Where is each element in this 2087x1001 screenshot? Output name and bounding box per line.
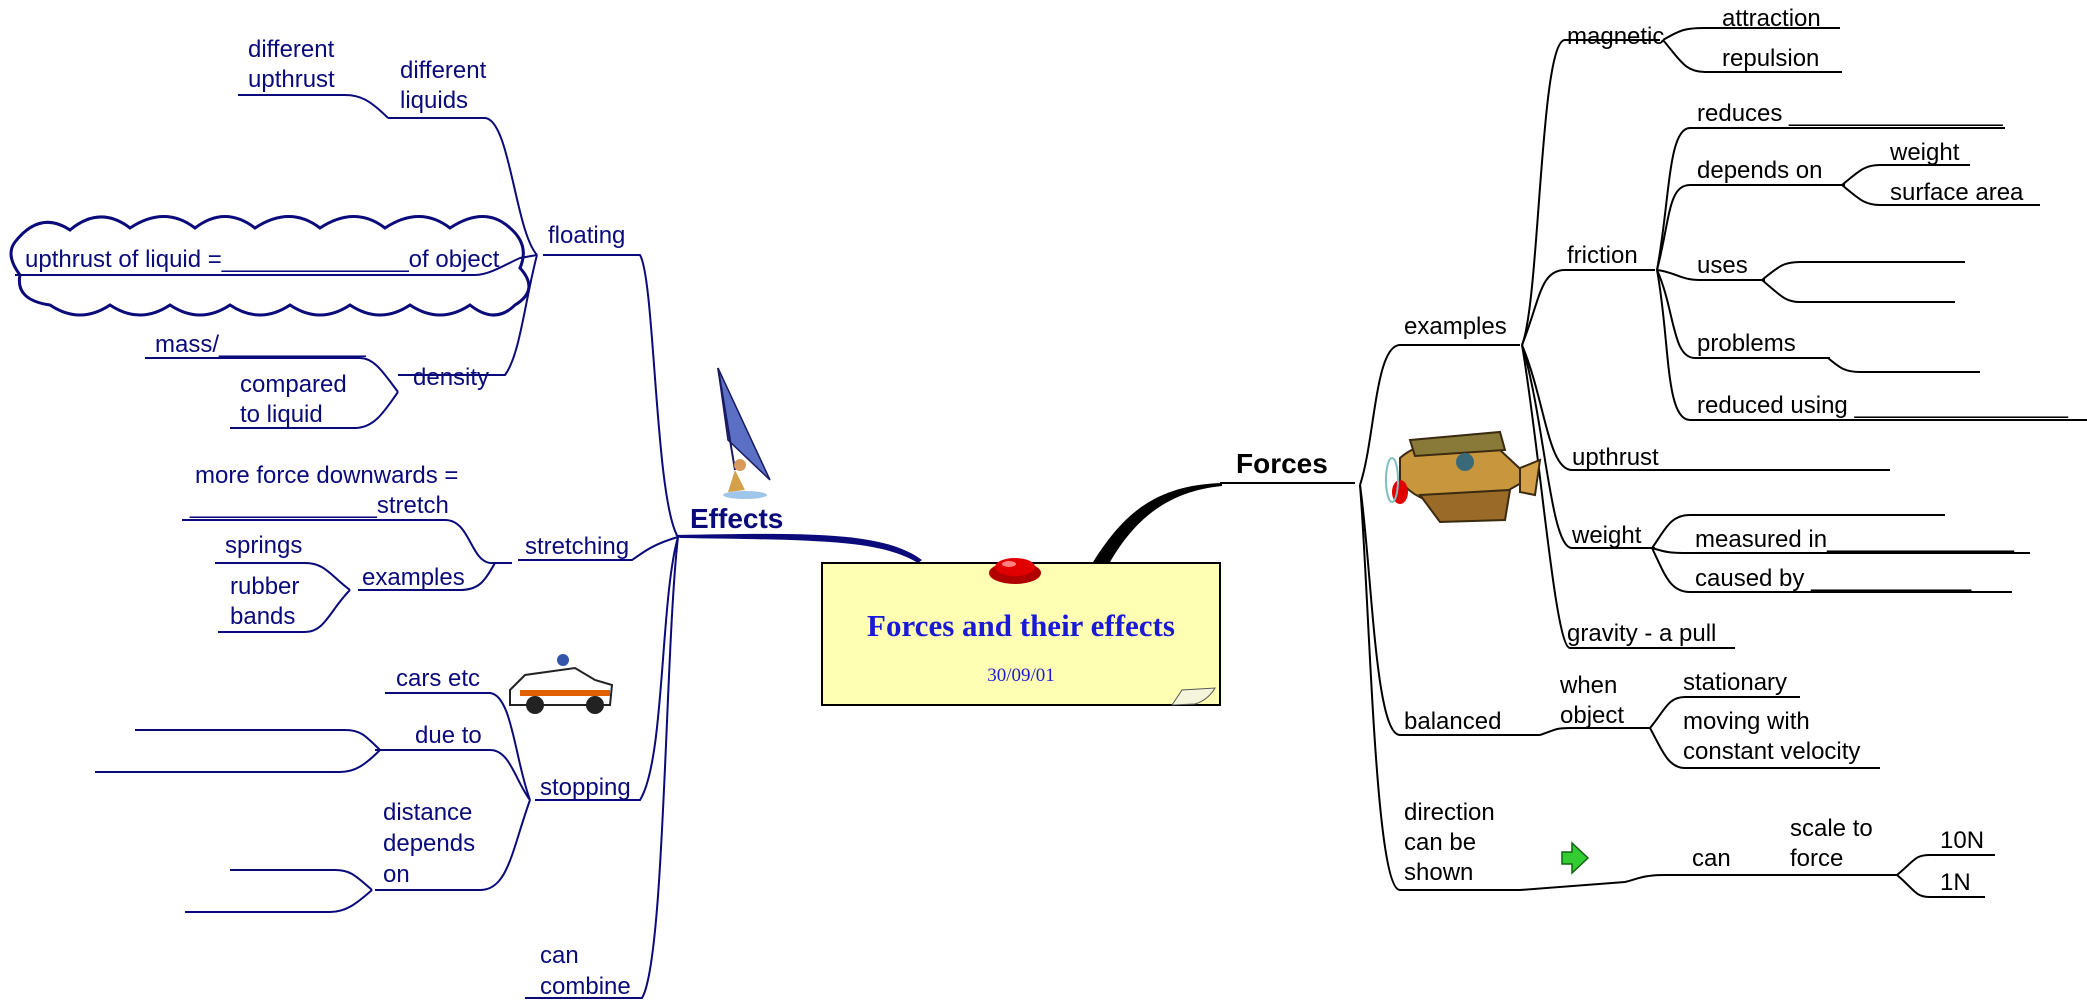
upthrust-of-liquid-label: upthrust of liquid =______________of obj… [25, 246, 500, 273]
due-to-label[interactable]: due to [415, 722, 482, 749]
cars-etc-label: cars etc [396, 665, 480, 692]
red-pin-icon [989, 558, 1041, 584]
weight-leaf-label: weight [1889, 139, 1960, 166]
caused-by-label: caused by ____________ [1695, 565, 1972, 592]
measured-in-label: measured in______________ [1695, 526, 2015, 553]
problems-label[interactable]: problems [1697, 330, 1796, 357]
repulsion-label: repulsion [1722, 45, 1819, 72]
stretch-examples-label[interactable]: examples [362, 564, 465, 591]
more-force-label: more force downwards =______________stre… [189, 462, 458, 519]
central-title: Forces and their effects [867, 608, 1175, 643]
green-arrow-icon [1561, 841, 1590, 875]
springs-label: springs [225, 532, 302, 559]
stretching-label[interactable]: stretching [525, 533, 629, 560]
forces-branch-label[interactable]: Forces [1236, 448, 1328, 479]
police-car-icon [509, 654, 614, 714]
stationary-label: stationary [1683, 669, 1787, 696]
attraction-label: attraction [1722, 5, 1821, 32]
mass-over-label: mass/___________ [155, 331, 366, 358]
effects-main-branch [675, 533, 922, 563]
reduced-using-label: reduced using ________________ [1697, 392, 2069, 419]
stopping-label[interactable]: stopping [540, 774, 631, 801]
density-label[interactable]: density [413, 364, 489, 391]
windsurfer-icon [717, 367, 771, 499]
central-date: 30/09/01 [987, 665, 1055, 686]
balanced-label[interactable]: balanced [1404, 708, 1501, 735]
gravity-label: gravity - a pull [1567, 620, 1716, 647]
uses-label[interactable]: uses [1697, 252, 1748, 279]
one-n-label: 1N [1940, 869, 1971, 896]
effects-branch-label[interactable]: Effects [690, 503, 783, 534]
upthrust-label: upthrust [1572, 444, 1659, 471]
forces-examples-label[interactable]: examples [1404, 313, 1507, 340]
depends-on-label[interactable]: depends on [1697, 157, 1822, 184]
cloud-outline [9, 215, 531, 317]
weight-label[interactable]: weight [1571, 522, 1642, 549]
central-node[interactable]: Forces and their effects 30/09/01 [821, 562, 1221, 706]
forces-main-branch [1093, 483, 1222, 562]
can-label[interactable]: can [1692, 845, 1731, 872]
reduces-label: reduces ________________ [1697, 100, 2003, 127]
biplane-icon [1385, 430, 1542, 524]
friction-label[interactable]: friction [1567, 242, 1638, 269]
magnetic-label[interactable]: magnetic [1567, 23, 1664, 50]
ten-n-label: 10N [1940, 827, 1984, 854]
surface-area-label: surface area [1890, 179, 2024, 206]
floating-label[interactable]: floating [548, 222, 625, 249]
